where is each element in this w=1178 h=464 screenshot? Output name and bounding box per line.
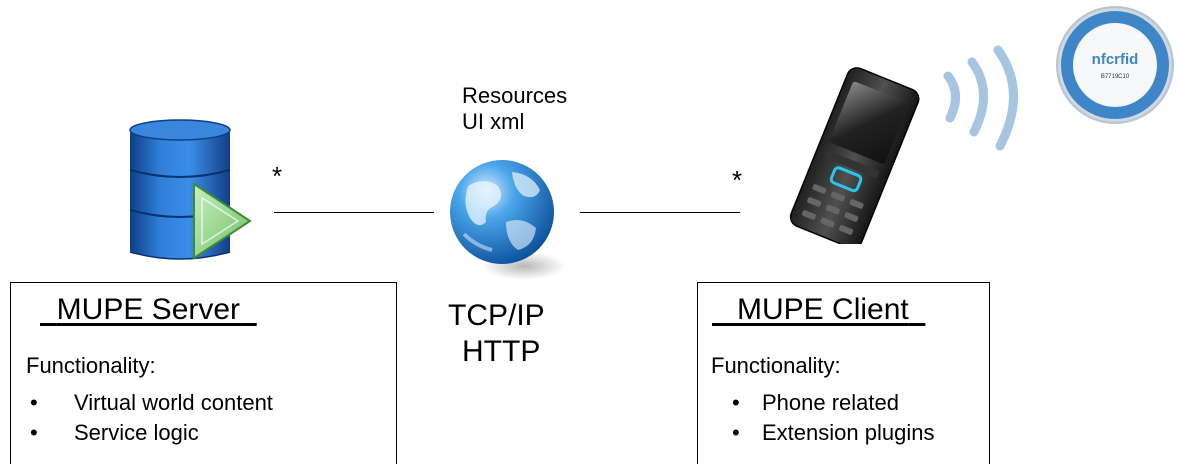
server-connection-line xyxy=(274,212,434,213)
client-functionality-label: Functionality: xyxy=(711,353,841,378)
server-box-title: MUPE Server xyxy=(40,293,257,327)
list-item: • Virtual world content xyxy=(26,388,273,418)
client-box-title: MUPE Client xyxy=(712,293,925,327)
list-item-text: Extension plugins xyxy=(762,420,935,445)
client-title-text: MUPE Client xyxy=(737,293,909,326)
bullet-icon: • xyxy=(732,390,740,415)
resources-label: Resources xyxy=(462,83,568,108)
list-item: • Phone related xyxy=(732,388,934,418)
database-server-icon xyxy=(129,119,252,260)
bullet-icon: • xyxy=(732,420,740,445)
nfc-tag-icon: nfcrfid B7719C10 xyxy=(1056,6,1174,124)
list-item: • Extension plugins xyxy=(732,418,934,448)
list-item-text: Virtual world content xyxy=(74,390,273,415)
server-multiplicity: * xyxy=(272,161,283,191)
nfc-tag-code: B7719C10 xyxy=(1101,74,1130,80)
bullet-icon: • xyxy=(30,390,38,415)
list-item-text: Phone related xyxy=(762,390,899,415)
server-functionality-label: Functionality: xyxy=(26,353,156,378)
mupe-client-box xyxy=(697,282,990,464)
mupe-server-box xyxy=(10,282,397,464)
client-connection-line xyxy=(580,212,740,213)
client-functionality-list: • Phone related • Extension plugins xyxy=(732,388,934,448)
mobile-phone-icon xyxy=(789,67,920,244)
server-title-text: MUPE Server xyxy=(56,293,241,326)
protocol-tcpip-label: TCP/IP xyxy=(448,299,545,332)
client-multiplicity: * xyxy=(732,165,743,195)
list-item-text: Service logic xyxy=(74,420,199,445)
bullet-icon: • xyxy=(30,420,38,445)
protocol-http-label: HTTP xyxy=(462,335,541,368)
wireless-waves-icon xyxy=(943,45,1018,151)
globe-icon xyxy=(450,160,566,280)
ui-xml-label: UI xml xyxy=(462,109,525,134)
nfc-tag-brand: nfcrfid xyxy=(1092,51,1139,68)
list-item: • Service logic xyxy=(26,418,273,448)
server-functionality-list: • Virtual world content • Service logic xyxy=(26,388,273,448)
